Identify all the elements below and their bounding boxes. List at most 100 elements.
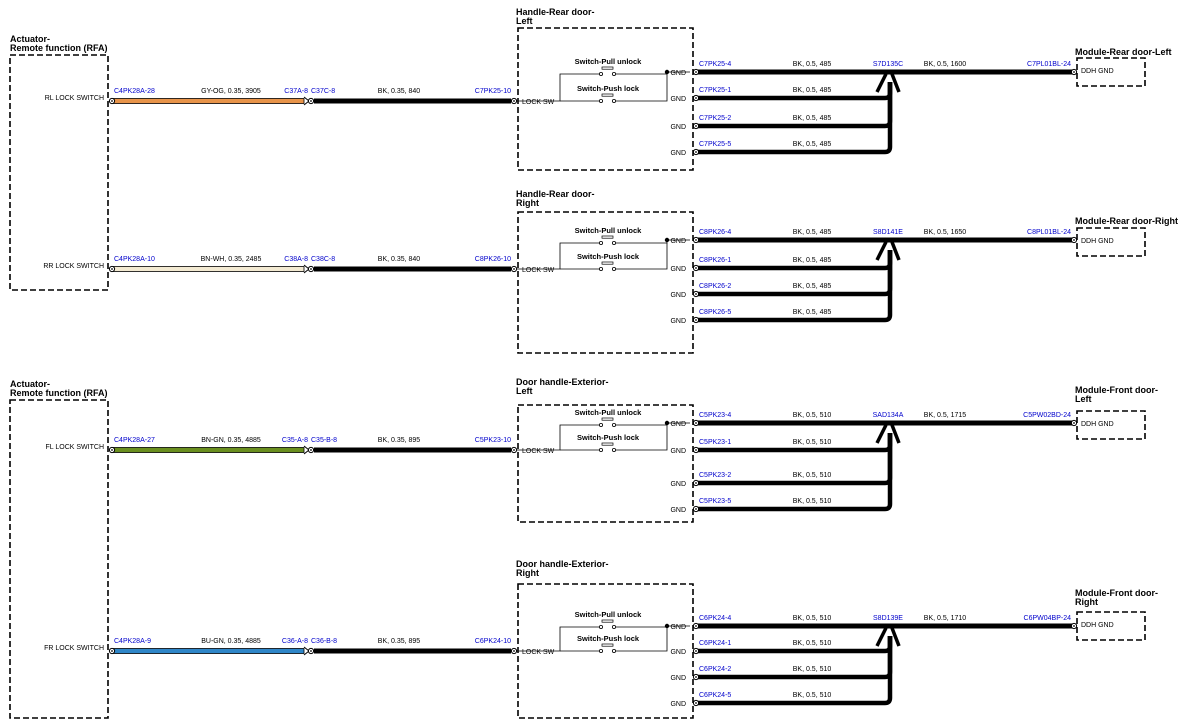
switch-actuator	[601, 261, 614, 265]
gnd-label: GND	[670, 624, 686, 631]
ground-pin-center	[695, 676, 697, 678]
splice-id: S8D141E	[873, 229, 903, 236]
module-connector-pin: C7PL01BL-24	[1027, 61, 1071, 68]
ground-wire-black	[698, 623, 1073, 629]
gnd-label: GND	[670, 70, 686, 77]
switch-contact	[599, 99, 604, 104]
ground-pin-center	[695, 319, 697, 321]
gnd-label: GND	[670, 266, 686, 273]
wire-spec: BN-WH, 0.35, 2485	[201, 256, 262, 263]
switch-wire	[517, 424, 600, 451]
wire-spec: BU-GN, 0.35, 4885	[201, 638, 261, 645]
ground-wire-black	[698, 250, 893, 323]
gnd-label: GND	[670, 675, 686, 682]
signal-wire-black	[314, 447, 511, 453]
module-title: Module-Rear door-Right	[1075, 216, 1178, 226]
switch-push-lock-label: Switch-Push lock	[577, 84, 640, 93]
ground-connector-pin: C5PK23-5	[699, 498, 731, 505]
ground-connector-pin: C6PK24-5	[699, 692, 731, 699]
ground-wire-black	[698, 69, 1073, 75]
splice-id: S7D135C	[873, 61, 903, 68]
gnd-label: GND	[670, 507, 686, 514]
gnd-label: GND	[670, 421, 686, 428]
inline-connector-pin-center	[310, 268, 312, 270]
splice-fan	[875, 424, 901, 444]
switch-actuator	[601, 93, 614, 97]
actuator-connector-pin: C4PK28A-27	[114, 437, 155, 444]
module-title: Right	[1075, 597, 1098, 607]
handle-pin-center	[513, 100, 515, 102]
switch-contact	[599, 240, 604, 245]
switch-contact	[612, 99, 617, 104]
gnd-label: GND	[670, 96, 686, 103]
switch-contact	[599, 649, 604, 654]
ground-pin-center	[695, 625, 697, 627]
ground-connector-pin: C6PK24-2	[699, 666, 731, 673]
gnd-label: GND	[670, 150, 686, 157]
signal-wire-colored	[111, 447, 305, 453]
actuator-box	[9, 54, 109, 291]
handle-title: Right	[516, 568, 539, 578]
module-box	[1076, 57, 1146, 87]
inline-connector-pin-center	[310, 100, 312, 102]
ground-pin-center	[695, 650, 697, 652]
switch-wire	[616, 74, 668, 102]
switch-wire	[616, 425, 668, 451]
handle-connector-pin: C6PK24-10	[475, 638, 511, 645]
actuator-box	[9, 399, 109, 719]
signal-wire-colored	[111, 266, 305, 272]
ground-pin-center	[695, 71, 697, 73]
ground-connector-pin: C7PK25-5	[699, 141, 731, 148]
ground-pin-center	[695, 508, 697, 510]
switch-contact	[612, 625, 617, 630]
wire-spec: BK, 0.5, 485	[793, 61, 832, 68]
wire-spec: BK, 0.5, 510	[793, 498, 832, 505]
ground-pin-center	[695, 267, 697, 269]
wire-spec: BK, 0.5, 510	[793, 439, 832, 446]
actuator-pin-center	[111, 650, 113, 652]
actuator-connector-pin: C4PK28A-9	[114, 638, 151, 645]
handle-box	[517, 211, 694, 354]
wire-spec: BK, 0.5, 1710	[924, 615, 967, 622]
module-pin-label: DDH GND	[1081, 68, 1114, 75]
ground-connector-pin: C5PK23-4	[699, 412, 731, 419]
wire-spec: BK, 0.5, 510	[793, 692, 832, 699]
ground-connector-pin: C8PK26-4	[699, 229, 731, 236]
lock-sw-label: LOCK SW	[522, 267, 555, 274]
switch-pull-unlock-label: Switch-Pull unlock	[575, 226, 643, 235]
module-pin-label: DDH GND	[1081, 238, 1114, 245]
ground-wire-black	[698, 420, 1073, 426]
ground-connector-pin: C6PK24-4	[699, 615, 731, 622]
handle-title: Door handle-Exterior-	[516, 377, 609, 387]
ground-wire-black	[698, 237, 1073, 243]
switch-wire	[517, 242, 600, 270]
actuator-title: Remote function (RFA)	[10, 43, 108, 53]
signal-wire-colored	[111, 98, 305, 104]
module-connector-pin: C6PW04BP-24	[1024, 615, 1072, 622]
ground-connector-pin: C8PK26-2	[699, 283, 731, 290]
lock-sw-label: LOCK SW	[522, 448, 555, 455]
ground-connector-pin: C5PK23-2	[699, 472, 731, 479]
switch-pull-unlock-label: Switch-Pull unlock	[575, 610, 643, 619]
ground-pin-center	[695, 482, 697, 484]
handle-pin-center	[513, 449, 515, 451]
switch-wire	[517, 626, 600, 652]
junction-dot	[664, 69, 670, 75]
wire-spec: BK, 0.5, 485	[793, 257, 832, 264]
switch-contact	[612, 72, 617, 77]
junction-dot	[664, 420, 670, 426]
splice-id: SAD134A	[873, 412, 904, 419]
module-title: Module-Rear door-Left	[1075, 47, 1172, 57]
ground-wire-black	[698, 82, 893, 155]
switch-actuator	[601, 417, 614, 421]
lock-sw-label: LOCK SW	[522, 99, 555, 106]
module-box	[1076, 227, 1146, 257]
module-title: Module-Front door-	[1075, 385, 1158, 395]
switch-contact	[599, 266, 604, 271]
actuator-title: Remote function (RFA)	[10, 388, 108, 398]
module-pin-label: DDH GND	[1081, 622, 1114, 629]
ground-wire-black	[698, 636, 893, 706]
wire-spec: BK, 0.5, 510	[793, 615, 832, 622]
inline-connector-a: C36-A-8	[282, 638, 308, 645]
